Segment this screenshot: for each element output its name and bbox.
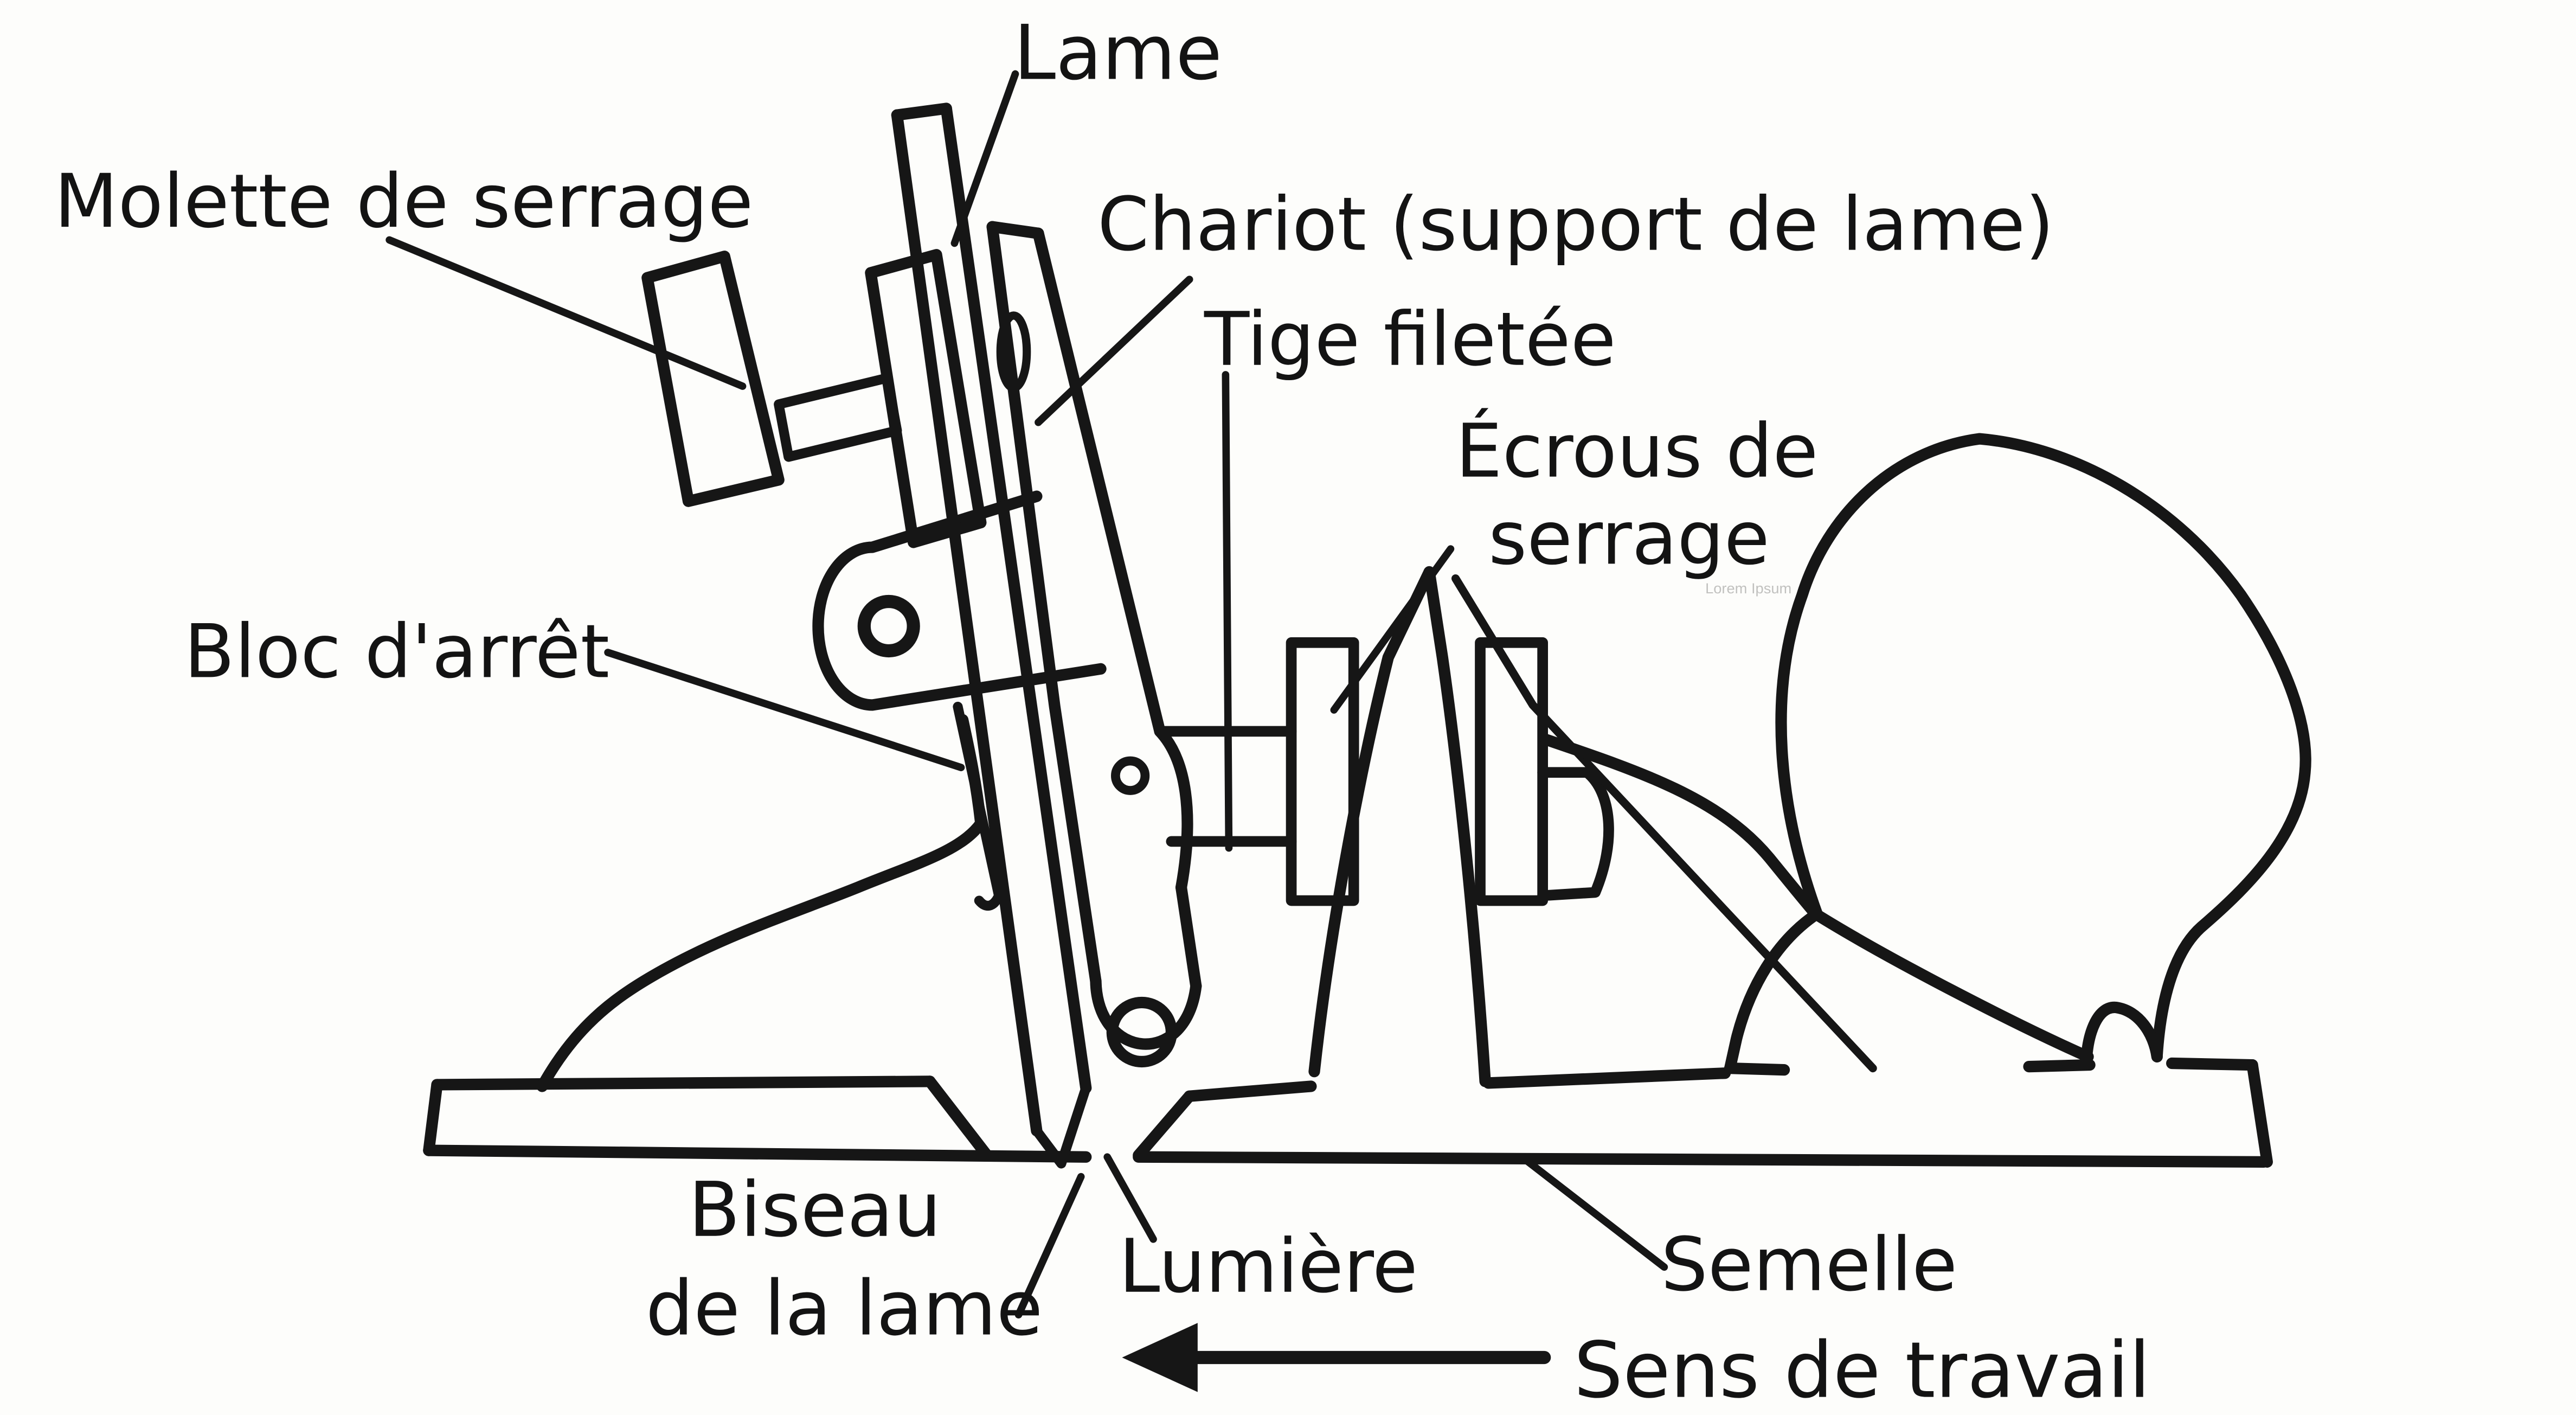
leader-lumiere: [1103, 1153, 1157, 1243]
carriage-front-edge: [986, 221, 1102, 987]
arm-back-edge: [1175, 881, 1202, 992]
body-rear-curve: [1540, 733, 2094, 1063]
carriage-back-edge: [1032, 227, 1166, 738]
handle-rear-foot-arc: [2080, 1001, 2163, 1066]
leader-semelle: [1523, 1156, 1668, 1271]
cam-lever-ellipse: [996, 311, 1031, 392]
clamp-nut-left: [1286, 637, 1359, 906]
label-ecrous-line1: Écrous de: [1456, 408, 1819, 495]
label-lame: Lame: [1013, 9, 1222, 97]
leader-molette: [386, 236, 747, 390]
sole-mouth-front-bevel: [924, 1075, 992, 1160]
leader-bloc: [604, 649, 965, 771]
leader-lines: [386, 70, 1668, 1318]
arrow-head: [1122, 1323, 1198, 1392]
arm-end-hole: [1106, 996, 1177, 1068]
clamp-nut-right: [1475, 637, 1548, 906]
sole-top-left-segment: [431, 1075, 936, 1091]
sole-shape: [423, 1057, 2273, 1168]
carriage-shape: [986, 221, 1202, 1068]
column-back-edge: [1423, 566, 1491, 1087]
leader-chariot: [1035, 276, 1193, 426]
leader-tige: [1222, 371, 1233, 852]
sole-top-rear-segment: [2166, 1057, 2258, 1071]
rear-strut-line: [1451, 574, 1877, 1073]
label-tige: Tige filetée: [1204, 297, 1616, 383]
sole-front-end: [423, 1079, 443, 1156]
clamp-band-outline: [812, 490, 1107, 711]
clamp-assembly: [641, 249, 987, 548]
label-biseau-line1: Biseau: [689, 1166, 941, 1254]
handle-outline: [1724, 433, 2311, 1074]
watermark-text: Lorem Ipsum: [1705, 580, 1791, 597]
label-semelle: Semelle: [1661, 1222, 1957, 1308]
clamp-plate-shape: [865, 249, 987, 548]
sole-top-right-segment: [1482, 1067, 1731, 1089]
sole-bottom-left-segment: [423, 1144, 1092, 1163]
label-sens: Sens de travail: [1574, 1326, 2150, 1415]
clamp-screw-shaft: [774, 373, 902, 462]
blade-front-edge: [891, 109, 1043, 1137]
rod-boss-arc: [1154, 725, 1193, 893]
rod-and-nuts: [1159, 566, 1614, 1087]
label-ecrous-line2: serrage: [1488, 495, 1770, 581]
boss-hole: [1111, 756, 1150, 795]
blade-top-cap: [891, 103, 952, 121]
blade-shape: [891, 103, 1092, 1169]
leader-ecrous: [1330, 545, 1455, 714]
sole-bottom-right-segment: [1133, 1151, 2270, 1168]
column-front-edge: [1308, 566, 1435, 1078]
rod-right-stub: [1537, 767, 1614, 901]
blade-back-edge: [940, 103, 1092, 1094]
sole-top-between-feet-segment: [2023, 1059, 2096, 1073]
carriage-top-cap: [986, 221, 1044, 239]
sole-top-mid-segment: [1184, 1080, 1317, 1102]
leader-lame: [950, 70, 1019, 247]
handle-shape: [1724, 433, 2311, 1076]
leader-biseau: [1014, 1173, 1085, 1318]
blade-bevel-tip: [1031, 1083, 1091, 1169]
sole-rear-end: [2246, 1059, 2273, 1168]
handle-front-foot: [1724, 1062, 1790, 1076]
label-chariot: Chariot (support de lame): [1097, 182, 2054, 268]
work-direction-arrow: [1122, 1323, 1551, 1392]
pivot-hole: [857, 594, 920, 658]
body-front-curve: [536, 714, 987, 1092]
sole-mouth-rear-bevel: [1133, 1090, 1196, 1161]
clamp-band-shape: [812, 490, 1107, 711]
thumbwheel-shape: [641, 251, 785, 507]
label-lumiere: Lumière: [1119, 1224, 1417, 1310]
arm-end-cap: [1090, 975, 1202, 1050]
label-molette: Molette de serrage: [54, 158, 753, 245]
label-biseau-line2: de la lame: [646, 1265, 1043, 1353]
label-bloc: Bloc d'arrêt: [184, 609, 609, 695]
